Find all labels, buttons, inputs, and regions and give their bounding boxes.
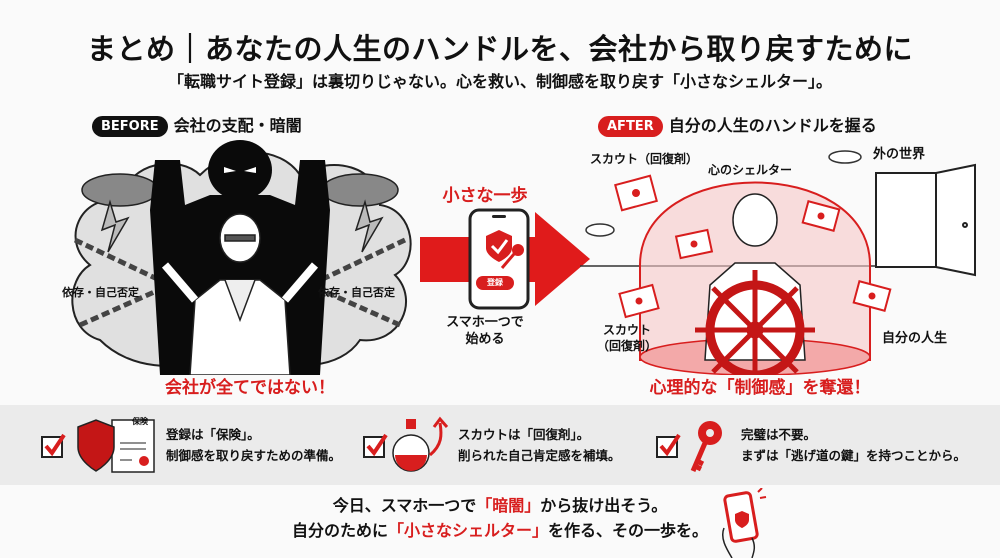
potion-icon — [363, 416, 449, 472]
door-icon — [875, 163, 976, 277]
storm-cloud-left-icon — [81, 173, 159, 253]
hand-phone-icon — [721, 488, 767, 558]
after-illustration — [580, 150, 976, 375]
label-shelter: 心のシェルター — [708, 163, 793, 177]
insurance-doc-label: 保険 — [132, 417, 148, 426]
call-to-action: 今日、スマホ一つで「暗闇」から抜け出そう。 自分のために「小さなシェルター」を作… — [0, 494, 1000, 544]
label-outside-world: 外の世界 — [873, 147, 926, 162]
checklist-line2: まずは「逃げ道の鍵」を持つことから。 — [741, 448, 967, 463]
ship-wheel-icon — [695, 270, 815, 375]
boss-eyes — [224, 167, 256, 173]
cta-line1: 今日、スマホ一つで「暗闇」から抜け出そう。 — [0, 494, 1000, 519]
woman-figure — [161, 213, 319, 375]
label-scout-bottom: スカウト （回復剤） — [597, 323, 657, 354]
checklist-item-scout: スカウトは「回復剤」。削られた自己肯定感を補填。 — [362, 405, 621, 485]
after-badge: AFTER — [598, 116, 663, 137]
before-heading: 会社の支配・暗闇 — [173, 116, 302, 135]
before-caption: 会社が全てではない！ — [165, 378, 335, 398]
checklist-line1: 完璧は不要。 — [741, 426, 817, 442]
shield-insurance-icon — [41, 419, 155, 473]
register-button[interactable]: 登録 — [476, 276, 514, 290]
cta-highlight: 「暗闇」 — [476, 496, 541, 515]
after-caption: 心理的な「制御感」を奪還！ — [649, 378, 871, 398]
middle-caption: スマホ一つで 始める — [430, 315, 540, 349]
label-scout-bottom-1: スカウト — [603, 323, 652, 337]
label-scout-top: スカウト（回復剤） — [590, 152, 699, 166]
middle-caption-line1: スマホ一つで — [446, 315, 524, 330]
key-icon — [656, 421, 722, 472]
checklist-item-key: 完璧は不要。まずは「逃げ道の鍵」を持つことから。 — [655, 405, 966, 485]
label-scout-bottom-2: （回復剤） — [597, 338, 658, 353]
middle-heading: 小さな一歩 — [442, 186, 528, 206]
checklist-line2: 削られた自己肯定感を補填。 — [458, 448, 621, 463]
storm-cloud-right-icon — [321, 173, 399, 253]
key-icon — [500, 244, 524, 269]
chain-label-left: 依存・自己否定 — [62, 286, 139, 299]
after-heading: 自分の人生のハンドルを握る — [668, 116, 877, 135]
after-header: AFTER 自分の人生のハンドルを握る — [598, 112, 877, 137]
before-illustration — [71, 140, 412, 375]
cta-text: 自分のために — [291, 520, 388, 540]
cta-text: 今日、スマホ一つで — [332, 496, 477, 515]
checklist-line2: 制御感を取り戻すための準備。 — [166, 448, 342, 463]
cta-text: を作る、その一歩を。 — [548, 520, 709, 540]
cta-highlight: 「小さなシェルター」 — [387, 520, 548, 540]
phone-icon — [468, 208, 530, 310]
shield-check-icon — [486, 230, 512, 262]
checklist-text: スカウトは「回復剤」。削られた自己肯定感を補填。 — [458, 424, 621, 467]
checklist-text: 登録は「保険」。制御感を取り戻すための準備。 — [166, 424, 341, 467]
cta-text: から抜け出そう。 — [540, 496, 668, 515]
label-own-life: 自分の人生 — [882, 331, 948, 346]
before-badge: BEFORE — [92, 116, 168, 137]
page-subtitle: 「転職サイト登録」は裏切りじゃない。心を救い、制御感を取り戻す「小さなシェルター… — [167, 72, 832, 91]
chain-label-right: 依存・自己否定 — [318, 286, 395, 299]
checklist-text: 完璧は不要。まずは「逃げ道の鍵」を持つことから。 — [741, 424, 966, 467]
checklist-line1: スカウトは「回復剤」。 — [458, 426, 590, 442]
checklist-item-insurance: 保険 登録は「保険」。制御感を取り戻すための準備。 — [40, 405, 341, 485]
cta-line2: 自分のために「小さなシェルター」を作る、その一歩を。 — [0, 519, 1000, 544]
before-header: BEFORE 会社の支配・暗闇 — [92, 112, 302, 137]
checklist-band: 保険 登録は「保険」。制御感を取り戻すための準備。 スカウトは「回復剤」。削られ… — [0, 405, 1000, 485]
page-title: まとめ｜あなたの人生のハンドルを、会社から取り戻すために — [86, 32, 913, 66]
middle-caption-line2: 始める — [465, 331, 505, 347]
checklist-line1: 登録は「保険」。 — [166, 426, 260, 442]
cloud-icon — [585, 150, 862, 237]
